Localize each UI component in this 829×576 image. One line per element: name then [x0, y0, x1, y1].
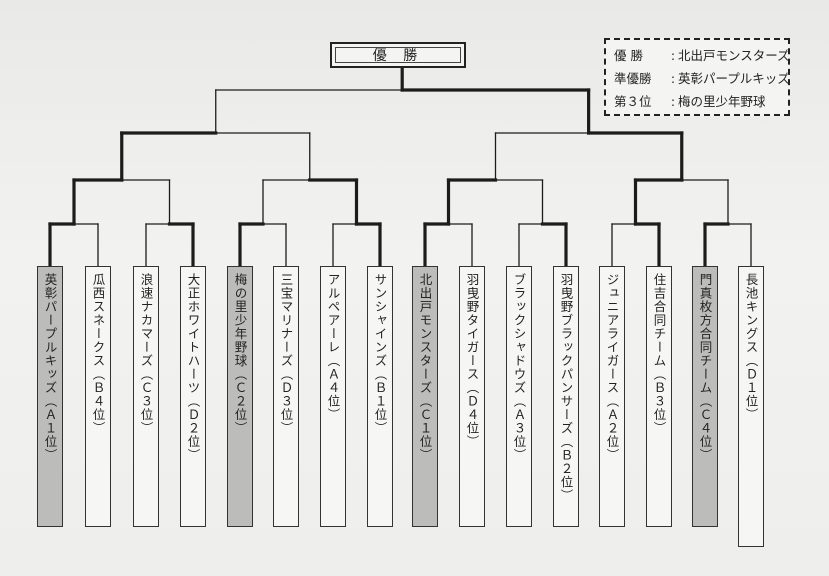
team-name: 長池キングス（Ｄ１位） [743, 273, 759, 422]
team-box: 英彰パープルキッズ（Ａ１位） [37, 266, 63, 527]
team-box: 浪速ナカマーズ（Ｃ３位） [133, 266, 159, 527]
team-name: 北出戸モンスターズ（Ｃ１位） [417, 273, 433, 462]
team-name: 門真枚方合同チーム（Ｃ４位） [697, 273, 713, 462]
result-value: 英彰パープルキッズ [678, 71, 790, 86]
team-name: 梅の里少年野球（Ｃ２位） [232, 273, 248, 435]
team-box: 長池キングス（Ｄ１位） [738, 266, 764, 547]
team-name: 大正ホワイトハーツ（Ｄ２位） [185, 273, 201, 462]
team-box: ジュニアライガース（Ａ２位） [599, 266, 625, 527]
team-box: 三宝マリナーズ（Ｄ３位） [273, 266, 299, 527]
team-name: サンシャインズ（Ｂ１位） [372, 273, 388, 435]
champion-box: 優 勝 [330, 42, 466, 68]
result-value: 北出戸モンスターズ [678, 48, 790, 63]
result-value: 梅の里少年野球 [678, 94, 766, 109]
team-name: ブラックシャドウズ（Ａ３位） [511, 273, 527, 462]
result-key: 第３位 [614, 94, 652, 109]
team-name: 三宝マリナーズ（Ｄ３位） [278, 273, 294, 435]
result-key: 優 勝 [614, 48, 643, 63]
team-box: サンシャインズ（Ｂ１位） [367, 266, 393, 527]
team-box: ブラックシャドウズ（Ａ３位） [506, 266, 532, 527]
team-box: 瓜西スネークス（Ｂ４位） [85, 266, 111, 527]
result-row-third: 第３位:梅の里少年野球 [614, 90, 780, 113]
champion-label: 優 勝 [372, 48, 424, 64]
team-name: 住吉合同チーム（Ｂ３位） [651, 273, 667, 435]
team-name: アルペアーレ（Ａ４位） [325, 273, 341, 422]
team-box: 北出戸モンスターズ（Ｃ１位） [412, 266, 438, 527]
result-row-winner: 優 勝:北出戸モンスターズ [614, 44, 790, 67]
team-name: 英彰パープルキッズ（Ａ１位） [42, 273, 58, 462]
champion-box-inner-frame [335, 47, 461, 63]
team-box: 門真枚方合同チーム（Ｃ４位） [692, 266, 718, 527]
team-name: 羽曳野ブラックパンサーズ（Ｂ２位） [558, 273, 574, 503]
team-box: 住吉合同チーム（Ｂ３位） [646, 266, 672, 527]
team-box: 羽曳野タイガース（Ｄ４位） [459, 266, 485, 527]
result-key: 準優勝 [614, 71, 652, 86]
team-box: 大正ホワイトハーツ（Ｄ２位） [180, 266, 206, 527]
team-box: 梅の里少年野球（Ｃ２位） [227, 266, 253, 527]
team-box: 羽曳野ブラックパンサーズ（Ｂ２位） [553, 266, 579, 527]
team-name: ジュニアライガース（Ａ２位） [604, 273, 620, 462]
team-name: 羽曳野タイガース（Ｄ４位） [464, 273, 480, 449]
result-row-runner-up: 準優勝:英彰パープルキッズ [614, 67, 790, 90]
team-name: 浪速ナカマーズ（Ｃ３位） [138, 273, 154, 435]
team-box: アルペアーレ（Ａ４位） [320, 266, 346, 527]
team-name: 瓜西スネークス（Ｂ４位） [90, 273, 106, 435]
results-box: 優 勝:北出戸モンスターズ 準優勝:英彰パープルキッズ 第３位:梅の里少年野球 [604, 38, 790, 116]
